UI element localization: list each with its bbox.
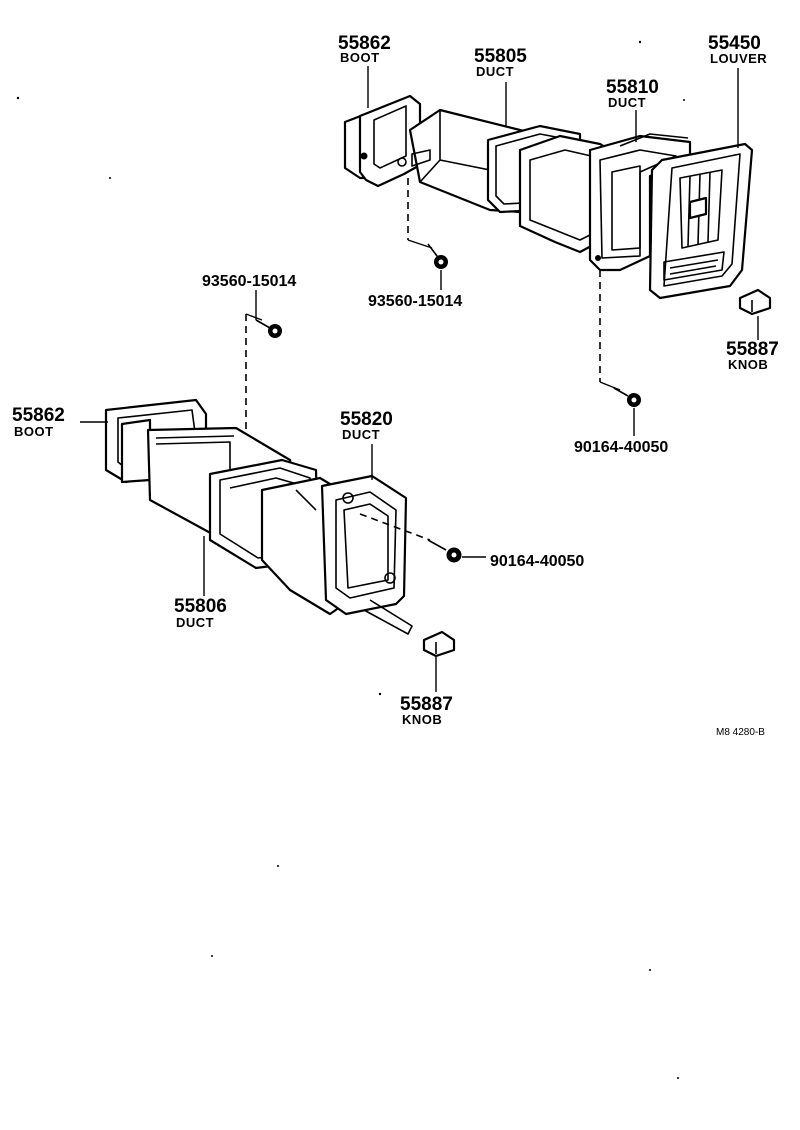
duct-55810-part (518, 133, 692, 272)
screw-93560-upper-right-part (407, 178, 448, 269)
label-number: 55862 (338, 33, 391, 54)
label-screw-90164-upper: 90164-40050 (574, 439, 668, 456)
knob-right-part (738, 288, 772, 316)
label-louver-55450: 55450 LOUVER (708, 33, 767, 66)
label-boot-upper: 55862 BOOT (338, 33, 391, 65)
label-knob-right: 55887 KNOB (726, 339, 779, 372)
label-name: LOUVER (710, 51, 767, 66)
label-number: 93560-15014 (202, 273, 296, 290)
label-screw-left: 93560-15014 (202, 273, 296, 290)
label-number: 55887 (400, 694, 453, 715)
label-name: BOOT (340, 50, 380, 65)
label-number: 55806 (174, 596, 227, 617)
leader-lines (80, 66, 759, 692)
screw-90164-lower-part (359, 513, 462, 563)
label-screw-upper-right: 93560-15014 (368, 293, 462, 310)
label-knob-lower: 55887 KNOB (400, 694, 453, 727)
label-number: 55862 (12, 405, 65, 426)
label-screw-90164-lower: 90164-40050 (490, 553, 584, 570)
label-number: 55887 (726, 339, 779, 360)
label-name: DUCT (476, 64, 514, 79)
label-duct-55805: 55805 DUCT (474, 46, 527, 79)
reference-code: M8 4280-B (716, 727, 765, 738)
label-duct-55810: 55810 DUCT (606, 77, 659, 110)
label-name: DUCT (176, 615, 214, 630)
label-name: KNOB (728, 357, 768, 372)
label-number: 55805 (474, 46, 527, 67)
boot-upper-part (343, 94, 422, 188)
label-boot-lower: 55862 BOOT (12, 405, 65, 439)
label-number: 90164-40050 (490, 553, 584, 570)
label-number: 55450 (708, 33, 761, 54)
label-name: BOOT (14, 424, 54, 439)
label-name: DUCT (608, 95, 646, 110)
label-name: DUCT (342, 427, 380, 442)
label-name: KNOB (402, 712, 442, 727)
label-number: 55810 (606, 77, 659, 98)
screw-90164-upper-part (599, 270, 641, 407)
label-number: 90164-40050 (574, 439, 668, 456)
louver-55450-part (648, 142, 754, 300)
label-duct-55806: 55806 DUCT (174, 596, 227, 630)
label-duct-55820: 55820 DUCT (340, 409, 393, 442)
knob-lower-part (422, 630, 456, 658)
screw-93560-left-part (245, 313, 282, 430)
duct-55820-part (260, 474, 413, 635)
label-number: 93560-15014 (368, 293, 462, 310)
scan-specks (16, 40, 685, 1079)
label-number: 55820 (340, 409, 393, 430)
